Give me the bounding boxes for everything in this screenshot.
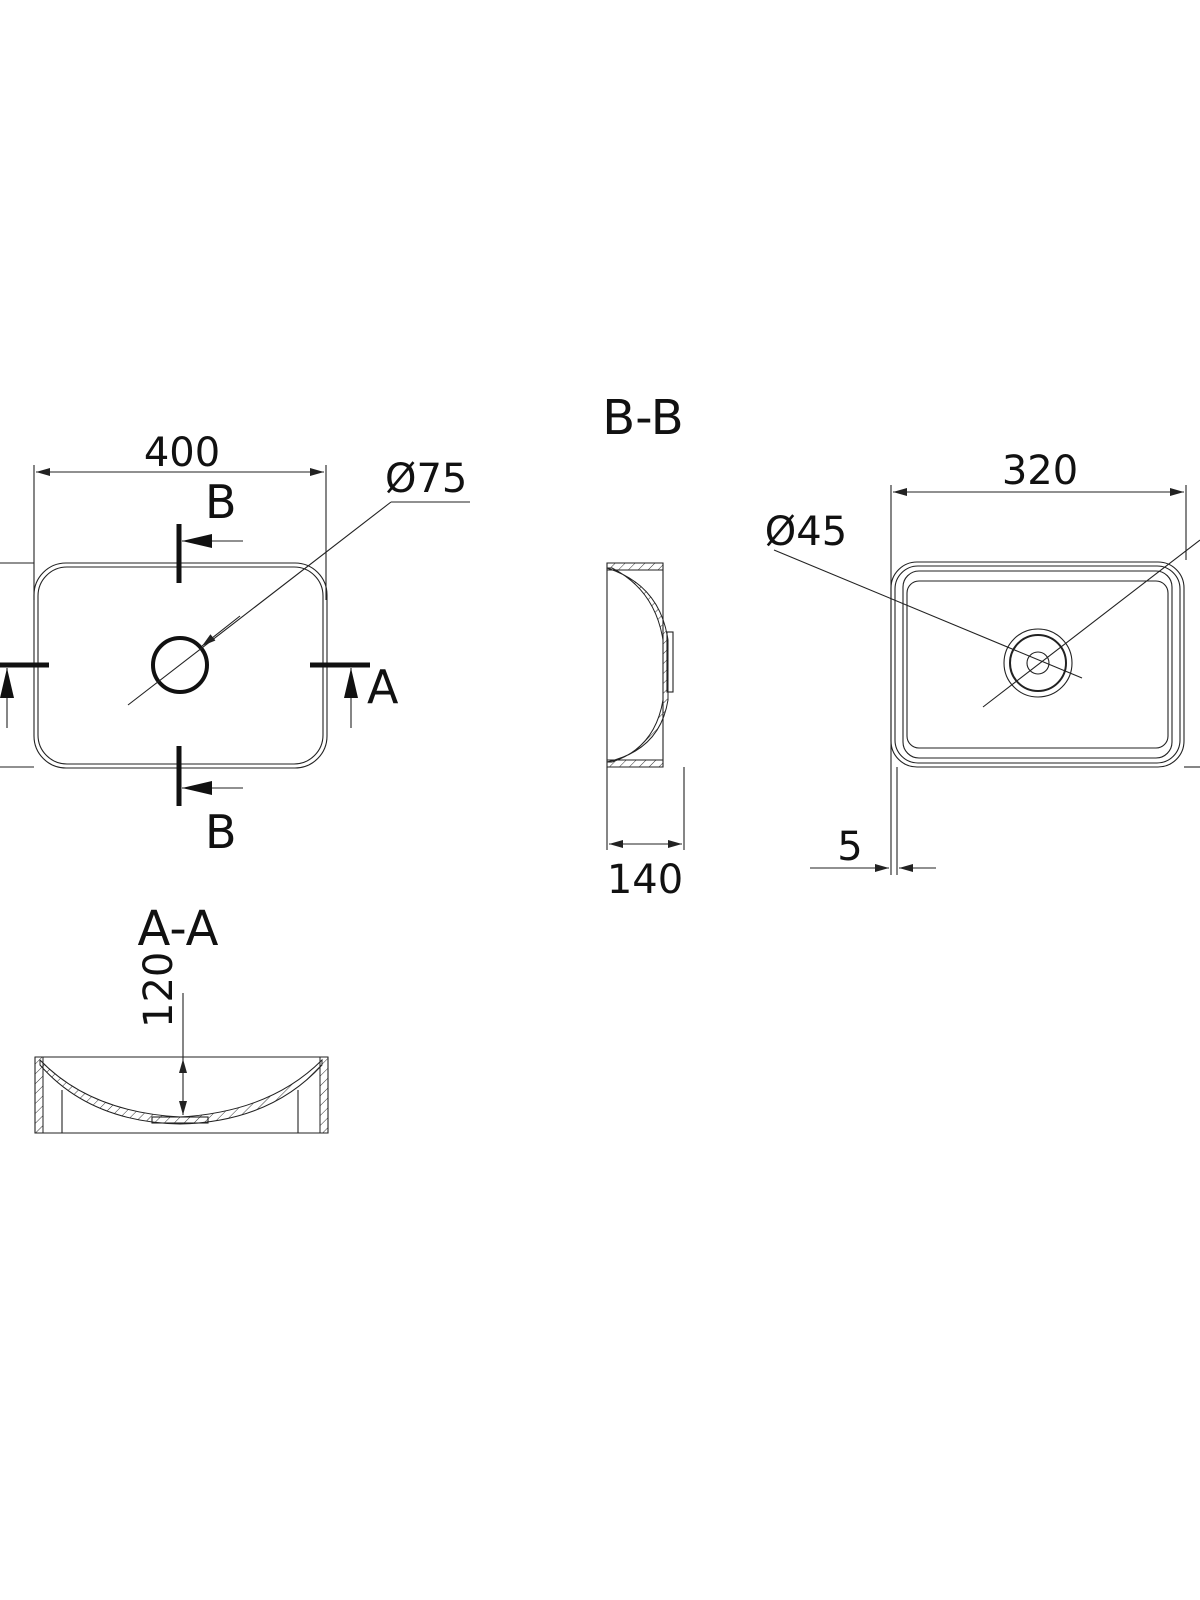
section-aa-title: A-A — [138, 901, 219, 957]
section-bb-wall — [606, 567, 669, 763]
section-bb-rim-bottom — [606, 759, 664, 768]
section-aa-wall — [39, 1058, 323, 1125]
section-b-label-bottom: B — [205, 805, 237, 859]
drain-dim-arrow — [201, 615, 241, 647]
section-aa-side-right — [319, 1056, 329, 1134]
drain-leader-line-2 — [982, 539, 1200, 708]
bottom-view: Ø45 320 5 — [765, 448, 1200, 875]
basin-outline-inner — [37, 566, 324, 765]
outline-inner — [902, 570, 1173, 759]
drain-hole — [151, 636, 209, 694]
drain-hole — [1026, 651, 1050, 675]
section-bb: B-B 140 — [602, 390, 685, 903]
section-bb-title: B-B — [602, 390, 683, 446]
drain-outer-ring — [1003, 628, 1073, 698]
width-dimension-label: 320 — [1002, 448, 1078, 494]
section-bb-outline — [606, 562, 664, 768]
outline-bowl — [906, 580, 1169, 749]
outline-outer-2 — [894, 565, 1181, 764]
height-dimension-label: 120 — [136, 952, 182, 1028]
top-view: 400 Ø75 B B A — [0, 430, 470, 859]
drain-flange — [151, 1116, 209, 1124]
drain-dimension-label: Ø45 — [765, 509, 847, 555]
section-bb-rim-top — [606, 562, 664, 571]
section-bb-drain — [666, 631, 674, 693]
section-aa: A-A 120 — [34, 901, 329, 1134]
drain-ring — [1009, 634, 1067, 692]
drain-leader-line — [127, 501, 392, 706]
wall-dimension-label: 5 — [837, 824, 862, 870]
drain-dimension-label: Ø75 — [385, 456, 467, 502]
drain-leader-line — [773, 549, 1083, 679]
width-dimension-label: 400 — [144, 430, 220, 476]
section-aa-side-left — [34, 1056, 44, 1134]
section-b-label-top: B — [205, 475, 237, 529]
section-a-label: A — [367, 660, 399, 714]
basin-outline-outer — [33, 562, 328, 769]
depth-dimension-label: 140 — [607, 857, 683, 903]
